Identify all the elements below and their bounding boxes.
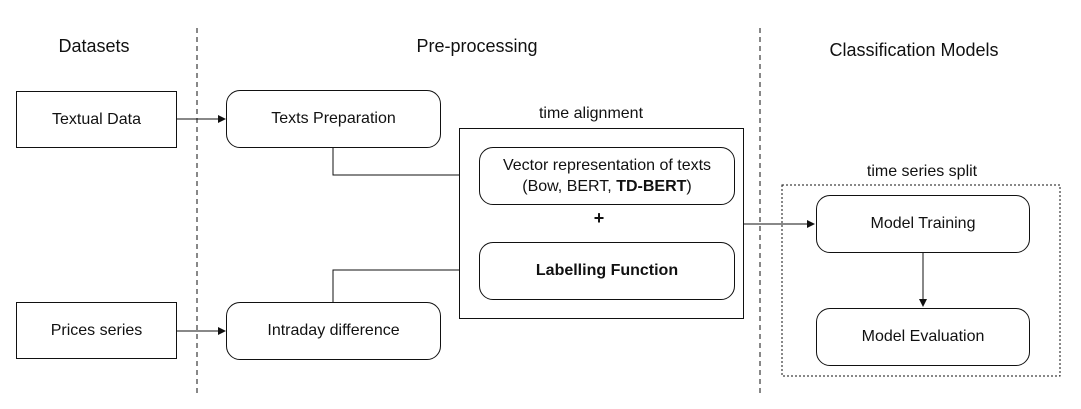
arrow-intraday-to-labelling bbox=[332, 266, 478, 302]
header-datasets: Datasets bbox=[58, 36, 130, 56]
vector-representation-line1: Vector representation of texts bbox=[502, 157, 712, 174]
vector-methods-suffix: ) bbox=[686, 178, 692, 195]
header-classification-models: Classification Models bbox=[829, 40, 999, 60]
time-series-split-frame bbox=[781, 184, 1061, 377]
vector-representation-line2: (Bow, BERT, TD-BERT) bbox=[522, 176, 692, 197]
vector-methods-prefix: (Bow, BERT, bbox=[522, 178, 617, 195]
time-alignment-label: time alignment bbox=[538, 105, 644, 122]
header-preprocessing: Pre-processing bbox=[416, 36, 538, 56]
model-training-box: Model Training bbox=[816, 195, 1030, 253]
vector-representation-box: Vector representation of texts (Bow, BER… bbox=[479, 147, 735, 205]
prices-series-box: Prices series bbox=[16, 302, 177, 359]
td-bert-label: TD-BERT bbox=[616, 178, 687, 195]
plus-sign: + bbox=[593, 208, 605, 228]
model-evaluation-box: Model Evaluation bbox=[816, 308, 1030, 366]
textual-data-box: Textual Data bbox=[16, 91, 177, 148]
intraday-difference-box: Intraday difference bbox=[226, 302, 441, 360]
time-series-split-label: time series split bbox=[866, 163, 978, 180]
arrow-texts-prep-to-vector bbox=[332, 148, 478, 179]
texts-preparation-box: Texts Preparation bbox=[226, 90, 441, 148]
labelling-function-box: Labelling Function bbox=[479, 242, 735, 300]
